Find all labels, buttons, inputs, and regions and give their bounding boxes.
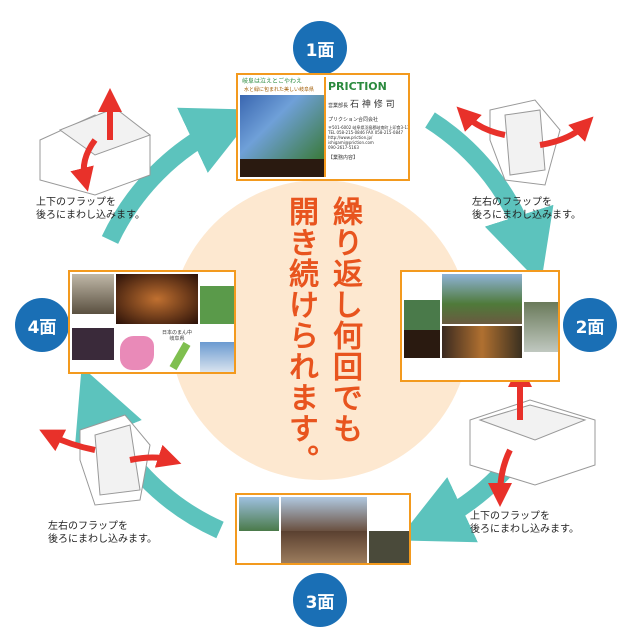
card3-photo-crowd [369,531,409,563]
card4-map: 日本のまん中 岐阜県 [116,328,198,372]
center-text-line1: 繰り返し何回でも [327,196,362,444]
face-2-card [400,270,560,382]
face-3-badge: 3面 [293,573,347,627]
card1-headline: 岐阜は泣えとごやわえ [242,78,303,85]
caption-top-right: 左右のフラップを 後ろにまわし込みます。 [472,197,581,221]
cycle-arrow-3-to-4 [74,366,224,539]
flap-illustration-top-left [39,88,152,196]
card4-photo-flowers [200,286,234,324]
flap-illustration-bottom-left [39,414,182,506]
card3-photo-castle [239,497,279,531]
card2-photo-lanterns [404,330,440,358]
card4-photo-bird [200,342,234,372]
center-circle [170,180,470,480]
face-1-card: 岐阜は泣えとごやわえ 水と緑に包まれた美しい岐阜県 PRICTION 営業部長 … [236,73,410,181]
card1-section: 【業務内容】 [328,155,359,161]
card4-photo-lanterns [116,274,198,324]
card3-photo-street [281,497,367,531]
face-1-badge: 1面 [293,21,347,75]
flap-illustration-top-right [456,99,594,186]
card2-photo-village [442,274,522,324]
card1-role: 営業部長 [328,103,349,109]
card1-name: 石 神 修 司 [350,100,395,110]
card1-company: プリクション合同会社 [328,117,379,123]
card1-photo-night [240,159,324,177]
cycle-arrow-4-to-1 [101,107,258,244]
cycle-arrow-1-to-2 [425,112,554,285]
face-4-badge: 4面 [15,298,69,352]
caption-bottom-right: 上下のフラップを 後ろにまわし込みます。 [470,511,579,535]
card2-photo-waterfall [524,302,558,352]
card2-photo-festival [442,326,522,358]
card1-subheadline: 水と緑に包まれた美しい岐阜県 [244,87,315,93]
card1-logo: PRICTION [328,80,387,93]
center-text-line2: 開き続けられます。 [283,196,318,475]
card2-photo-castle [404,300,440,330]
face-3-card [235,493,411,565]
caption-top-left: 上下のフラップを 後ろにまわし込みます。 [36,197,145,221]
card4-photo-sakura [72,328,114,360]
card3-photo-lanes [281,531,367,563]
face-2-badge: 2面 [563,298,617,352]
card4-photo-paper [72,274,114,314]
caption-bottom-left: 左右のフラップを 後ろにまわし込みます。 [48,521,157,545]
card4-map-title: 日本のまん中 岐阜県 [162,330,193,342]
face-4-card: 日本のまん中 岐阜県 [68,270,236,374]
flap-illustration-bottom-right [469,363,596,507]
card1-details: 〒501-6002 岐阜県羽島郡岐南町上印食3-134 TEL 058-215-… [328,125,410,150]
card1-photo [240,95,324,159]
